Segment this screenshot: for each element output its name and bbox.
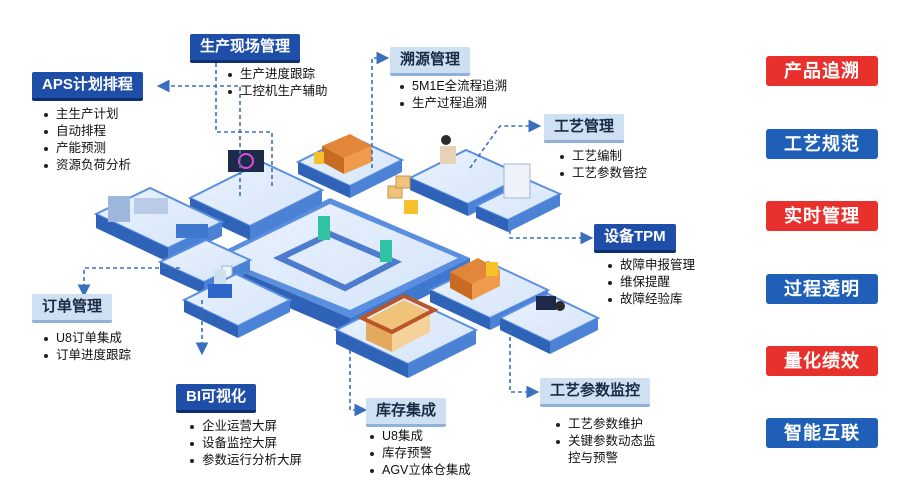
production-site-list: 生产进度跟踪 工控机生产辅助 <box>224 66 328 100</box>
tag-process-standard: 工艺规范 <box>766 129 878 159</box>
tag-smart-connectivity: 智能互联 <box>766 418 878 448</box>
list-item: 故障经验库 <box>604 291 695 308</box>
traceability-list: 5M1E全流程追溯 生产过程追溯 <box>396 78 507 112</box>
bi-list: 企业运营大屏 设备监控大屏 参数运行分析大屏 <box>186 418 302 469</box>
warehouse-block <box>333 293 479 378</box>
tag-product-traceability: 产品追溯 <box>766 56 878 86</box>
list-item: 控与预警 <box>568 451 619 465</box>
equipment-tpm-title: 设备TPM <box>594 224 676 253</box>
list-item: 工艺编制 <box>556 148 647 165</box>
order-mgmt-list: U8订单集成 订单进度跟踪 <box>40 330 131 364</box>
param-monitor-block <box>497 292 601 354</box>
list-item: 设备监控大屏 <box>186 435 302 452</box>
process-mgmt-title: 工艺管理 <box>544 114 625 143</box>
list-item: 工艺参数维护 <box>552 416 656 433</box>
tag-process-transparency: 过程透明 <box>766 274 878 304</box>
traceability-title: 溯源管理 <box>390 47 471 76</box>
list-item: U8订单集成 <box>40 330 131 347</box>
list-item: 关键参数动态监 <box>552 433 656 450</box>
list-item: 产能预测 <box>40 140 131 157</box>
list-item: 自动排程 <box>40 123 131 140</box>
list-item: AGV立体仓集成 <box>366 462 471 479</box>
list-item: 企业运营大屏 <box>186 418 302 435</box>
bi-block <box>181 270 293 338</box>
list-item: U8集成 <box>366 428 471 445</box>
traceability-block <box>295 134 405 198</box>
tag-realtime-mgmt: 实时管理 <box>766 201 878 231</box>
list-item: 订单进度跟踪 <box>40 347 131 364</box>
list-item: 故障申报管理 <box>604 257 695 274</box>
aps-title: APS计划排程 <box>32 72 143 101</box>
list-item: 参数运行分析大屏 <box>186 452 302 469</box>
param-monitor-list: 工艺参数维护 关键参数动态监 控与预警 <box>552 416 656 467</box>
list-item: 生产过程追溯 <box>396 95 507 112</box>
machine-block <box>473 163 563 232</box>
equipment-tpm-list: 故障申报管理 维保提醒 故障经验库 <box>604 257 695 308</box>
list-item: 生产进度跟踪 <box>224 66 328 83</box>
list-item: 工控机生产辅助 <box>224 83 328 100</box>
inventory-title: 库存集成 <box>366 398 447 427</box>
list-item: 工艺参数管控 <box>556 165 647 182</box>
aps-list: 主生产计划 自动排程 产能预测 资源负荷分析 <box>40 106 131 174</box>
bi-title: BI可视化 <box>176 384 257 413</box>
list-item: 维保提醒 <box>604 274 695 291</box>
order-mgmt-title: 订单管理 <box>32 294 113 323</box>
list-item: 主生产计划 <box>40 106 131 123</box>
inventory-list: U8集成 库存预警 AGV立体仓集成 <box>366 428 471 479</box>
list-item: 库存预警 <box>366 445 471 462</box>
production-site-title: 生产现场管理 <box>190 34 301 63</box>
production-site-block <box>187 150 325 240</box>
process-mgmt-list: 工艺编制 工艺参数管控 <box>556 148 647 182</box>
list-item: 5M1E全流程追溯 <box>396 78 507 95</box>
param-monitor-title: 工艺参数监控 <box>540 378 651 407</box>
tag-quantified-performance: 量化绩效 <box>766 346 878 376</box>
cargo-boxes <box>387 175 418 214</box>
list-item: 资源负荷分析 <box>40 157 131 174</box>
